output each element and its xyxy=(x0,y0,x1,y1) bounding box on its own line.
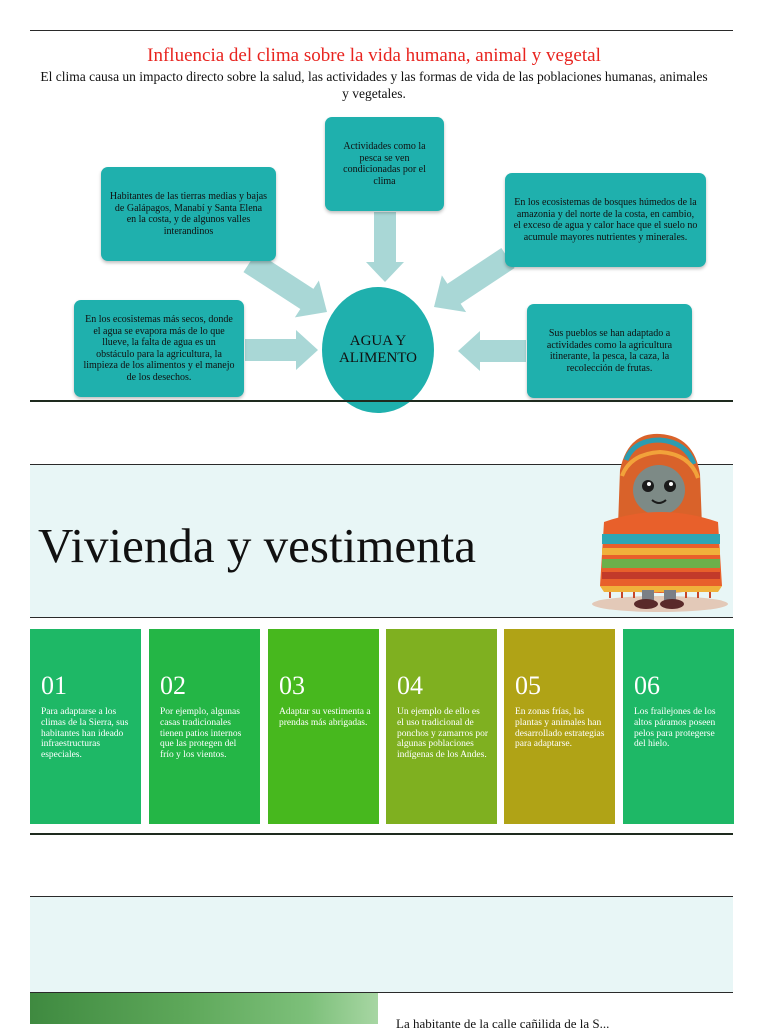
card-04: 04 Un ejemplo de ello es el uso tradicio… xyxy=(386,629,497,824)
card-number: 04 xyxy=(397,671,423,700)
node-inhabitants: Habitantes de las tierras medias y bajas… xyxy=(101,167,276,261)
section3-text: La habitante de la calle cañilida de la … xyxy=(396,1016,610,1028)
card-text: Para adaptarse a los climas de la Sierra… xyxy=(41,707,129,761)
center-circle: AGUA Y ALIMENTO xyxy=(322,287,434,413)
top-divider xyxy=(30,30,733,31)
arrow-from-peoples-adapted xyxy=(458,331,526,371)
card-number: 06 xyxy=(634,671,660,700)
card-text: Por ejemplo, algunas casas tradicionales… xyxy=(160,707,242,761)
section1-bottom-divider xyxy=(30,400,733,402)
section2-title: Vivienda y vestimenta xyxy=(38,518,476,573)
card-05: 05 En zonas frías, las plantas y animale… xyxy=(504,629,615,824)
card-03: 03 Adaptar su vestimenta a prendas más a… xyxy=(268,629,379,824)
card-number: 02 xyxy=(160,671,186,700)
card-text: En zonas frías, las plantas y animales h… xyxy=(515,707,605,750)
node-dry-ecosystems: En los ecosistemas más secos, donde el a… xyxy=(74,300,244,397)
arrow-from-inhabitants xyxy=(243,251,327,318)
section2-bottom-divider xyxy=(30,833,733,835)
diagram-arrows xyxy=(243,212,526,371)
card-number: 03 xyxy=(279,671,305,700)
poncho-mascot-illustration xyxy=(592,433,728,612)
card-06: 06 Los frailejones de los altos páramos … xyxy=(623,629,734,824)
card-01: 01 Para adaptarse a los climas de la Sie… xyxy=(30,629,141,824)
card-text: Adaptar su vestimenta a prendas más abri… xyxy=(279,707,371,728)
card-02: 02 Por ejemplo, algunas casas tradiciona… xyxy=(149,629,260,824)
node-humid-forests: En los ecosistemas de bosques húmedos de… xyxy=(505,173,706,267)
card-text: Los frailejones de los altos páramos pos… xyxy=(634,707,716,750)
section3-photo xyxy=(30,993,378,1024)
arrow-from-dry-ecosystems xyxy=(245,330,318,370)
card-number: 01 xyxy=(41,671,67,700)
node-activities: Actividades como la pesca se ven condici… xyxy=(325,117,444,211)
section3-header-band xyxy=(30,896,733,993)
card-text: Un ejemplo de ello es el uso tradicional… xyxy=(397,707,489,761)
section1-title: Influencia del clima sobre la vida human… xyxy=(147,45,601,66)
section1-intro: El clima causa un impacto directo sobre … xyxy=(40,69,708,101)
arrow-from-humid-forests xyxy=(434,247,515,313)
arrow-from-activities xyxy=(366,212,404,282)
card-number: 05 xyxy=(515,671,541,700)
node-peoples-adapted: Sus pueblos se han adaptado a actividade… xyxy=(527,304,692,398)
